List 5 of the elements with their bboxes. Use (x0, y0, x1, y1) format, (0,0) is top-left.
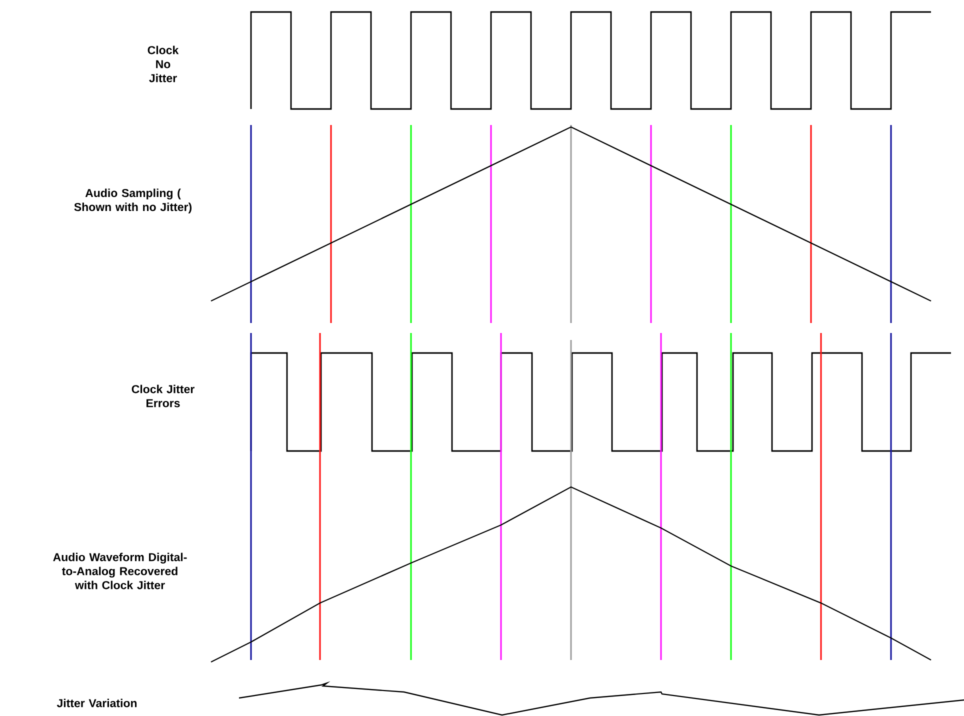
row-label: Jitter Variation (56, 698, 137, 708)
row-label: Clock No Jitter (148, 46, 179, 82)
row-label: Audio Sampling ( Shown with no Jitter) (74, 188, 192, 214)
row-label: Clock Jitter Errors (132, 384, 194, 408)
row-label: Audio Waveform Digital-to-Analog Recovered with Clock Jitter (53, 552, 187, 590)
